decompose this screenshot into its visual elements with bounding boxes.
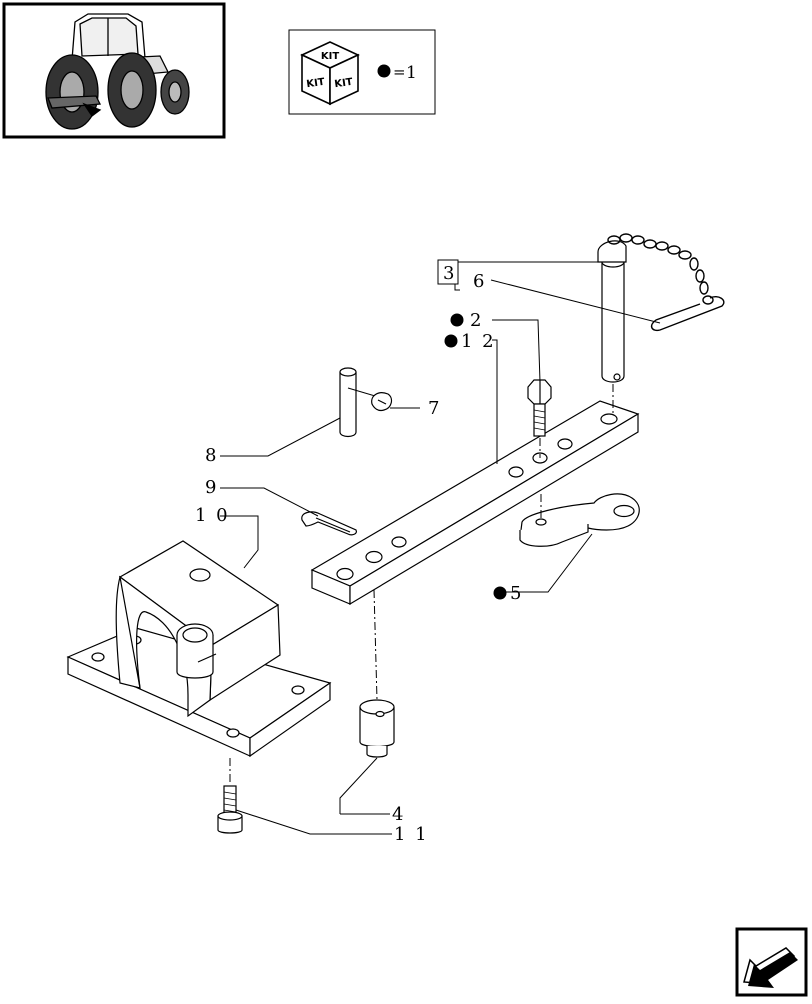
part-split-pin <box>301 511 357 536</box>
callout-6[interactable]: 6 <box>473 271 484 292</box>
part-bolt <box>527 379 552 437</box>
part-cylinder-pin <box>359 699 395 758</box>
callout-4[interactable]: 4 <box>392 804 403 825</box>
kit-equals: = <box>393 63 406 81</box>
callout-12[interactable]: 1 2 <box>461 331 496 352</box>
part-hook-plate <box>519 493 640 547</box>
part-hitch-bracket <box>66 540 332 758</box>
callout-12-dot-icon <box>444 334 458 348</box>
part-bottom-bolt <box>217 785 243 834</box>
next-page-button[interactable] <box>735 927 808 997</box>
callout-5[interactable]: 5 <box>510 583 521 604</box>
callout-3-box <box>437 259 459 285</box>
kit-dot-icon <box>377 64 391 78</box>
callout-8[interactable]: 8 <box>205 445 216 466</box>
kit-label-top: KIT <box>321 51 339 62</box>
callout-7[interactable]: 7 <box>428 398 439 419</box>
kit-legend: KIT KIT KIT = 1 <box>288 29 436 115</box>
callout-5-dot-icon <box>493 586 507 600</box>
leader-lines <box>220 261 661 835</box>
callout-2-dot-icon <box>450 313 464 327</box>
part-pin-with-chain <box>597 233 725 383</box>
kit-label-right: KIT <box>334 77 354 90</box>
kit-value: 1 <box>406 63 417 83</box>
part-small-clip <box>371 392 393 412</box>
kit-label-left: KIT <box>306 77 326 90</box>
callout-3[interactable]: 3 <box>443 263 454 284</box>
callouts: 3 6 2 1 2 7 8 9 1 0 5 4 1 1 <box>195 259 521 845</box>
tractor-icon <box>45 13 190 130</box>
kit-cube-icon: KIT KIT KIT <box>300 41 360 106</box>
callout-9[interactable]: 9 <box>205 477 216 498</box>
callout-11[interactable]: 1 1 <box>394 824 429 845</box>
tractor-thumbnail[interactable] <box>2 2 226 139</box>
callout-2[interactable]: 2 <box>470 310 481 331</box>
part-pin <box>339 367 383 438</box>
next-page-arrow-icon <box>743 947 798 988</box>
callout-10[interactable]: 1 0 <box>195 505 230 526</box>
part-drawbar <box>310 400 640 606</box>
assembly-centerlines <box>229 384 614 785</box>
